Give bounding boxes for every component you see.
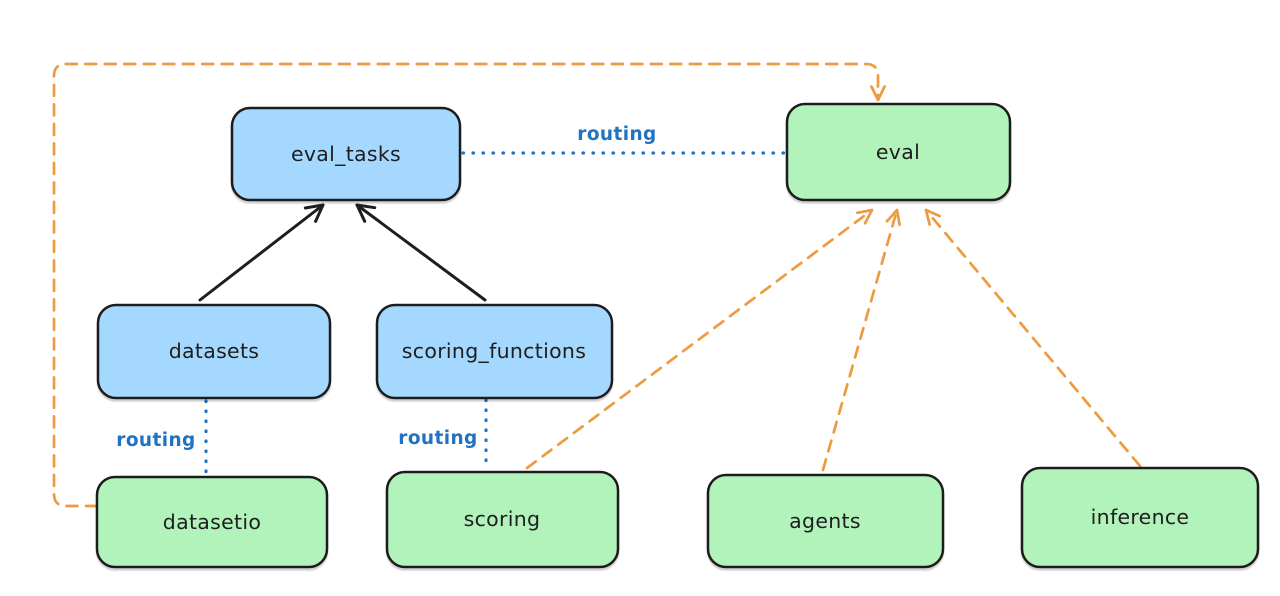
node-eval-tasks: eval_tasks xyxy=(230,106,462,202)
routing-label-datasets-datasetio: routing xyxy=(116,430,195,451)
node-datasetio-box xyxy=(95,475,329,569)
edge-datasets-to-eval-tasks-line xyxy=(198,203,325,302)
node-datasets: datasets xyxy=(96,303,332,400)
node-agents-label: agents xyxy=(789,509,861,533)
routing-label-scoring-functions-scoring: routing xyxy=(398,428,477,449)
node-agents-box xyxy=(706,473,945,569)
edge-inference-to-eval-arrowhead xyxy=(924,208,942,226)
node-inference-label: inference xyxy=(1091,505,1190,529)
node-eval-box xyxy=(785,102,1012,202)
edge-scoring-to-eval xyxy=(525,208,874,470)
node-datasetio-label: datasetio xyxy=(163,510,261,534)
edge-scoring-functions-to-eval-tasks-line xyxy=(355,203,487,302)
node-inference: inference xyxy=(1020,466,1260,569)
edge-scoring-to-eval-line xyxy=(525,208,874,470)
edge-agents-to-eval-arrowhead xyxy=(885,208,901,227)
node-scoring-label: scoring xyxy=(464,507,541,531)
edge-eval-tasks-to-eval: routing xyxy=(461,124,788,155)
edge-datasets-to-datasetio: routing xyxy=(116,399,208,478)
node-eval: eval xyxy=(785,102,1012,202)
node-datasets-label: datasets xyxy=(169,339,260,363)
edge-datasets-to-eval-tasks xyxy=(198,203,325,302)
edge-datasetio-to-eval-arrowhead xyxy=(870,85,886,102)
node-scoring-functions-box xyxy=(375,303,614,400)
edge-scoring-functions-to-eval-tasks xyxy=(355,203,487,302)
node-eval-tasks-box xyxy=(230,106,462,202)
edge-agents-to-eval xyxy=(821,208,901,472)
edge-inference-to-eval-line xyxy=(924,208,1142,468)
node-eval-label: eval xyxy=(876,140,920,164)
node-scoring-functions: scoring_functions xyxy=(375,303,614,400)
edge-scoring-to-eval-arrowhead xyxy=(855,208,874,225)
node-agents: agents xyxy=(706,473,945,569)
node-datasets-box xyxy=(96,303,332,400)
edge-datasetio-to-eval xyxy=(52,62,886,508)
node-scoring: scoring xyxy=(385,470,620,569)
node-scoring-functions-label: scoring_functions xyxy=(402,339,586,364)
edge-agents-to-eval-line xyxy=(821,208,899,472)
edge-datasetio-to-eval-line xyxy=(52,62,880,508)
routing-label-eval-tasks-eval: routing xyxy=(577,124,656,145)
node-inference-box xyxy=(1020,466,1260,569)
node-eval-tasks-label: eval_tasks xyxy=(291,142,401,167)
node-scoring-box xyxy=(385,470,620,569)
edge-scoring-functions-to-scoring: routing xyxy=(398,398,488,472)
node-datasetio: datasetio xyxy=(95,475,329,569)
edge-scoring-functions-to-eval-tasks-arrowhead xyxy=(355,203,377,223)
edge-inference-to-eval xyxy=(924,208,1142,468)
edge-datasets-to-eval-tasks-arrowhead xyxy=(303,203,325,223)
